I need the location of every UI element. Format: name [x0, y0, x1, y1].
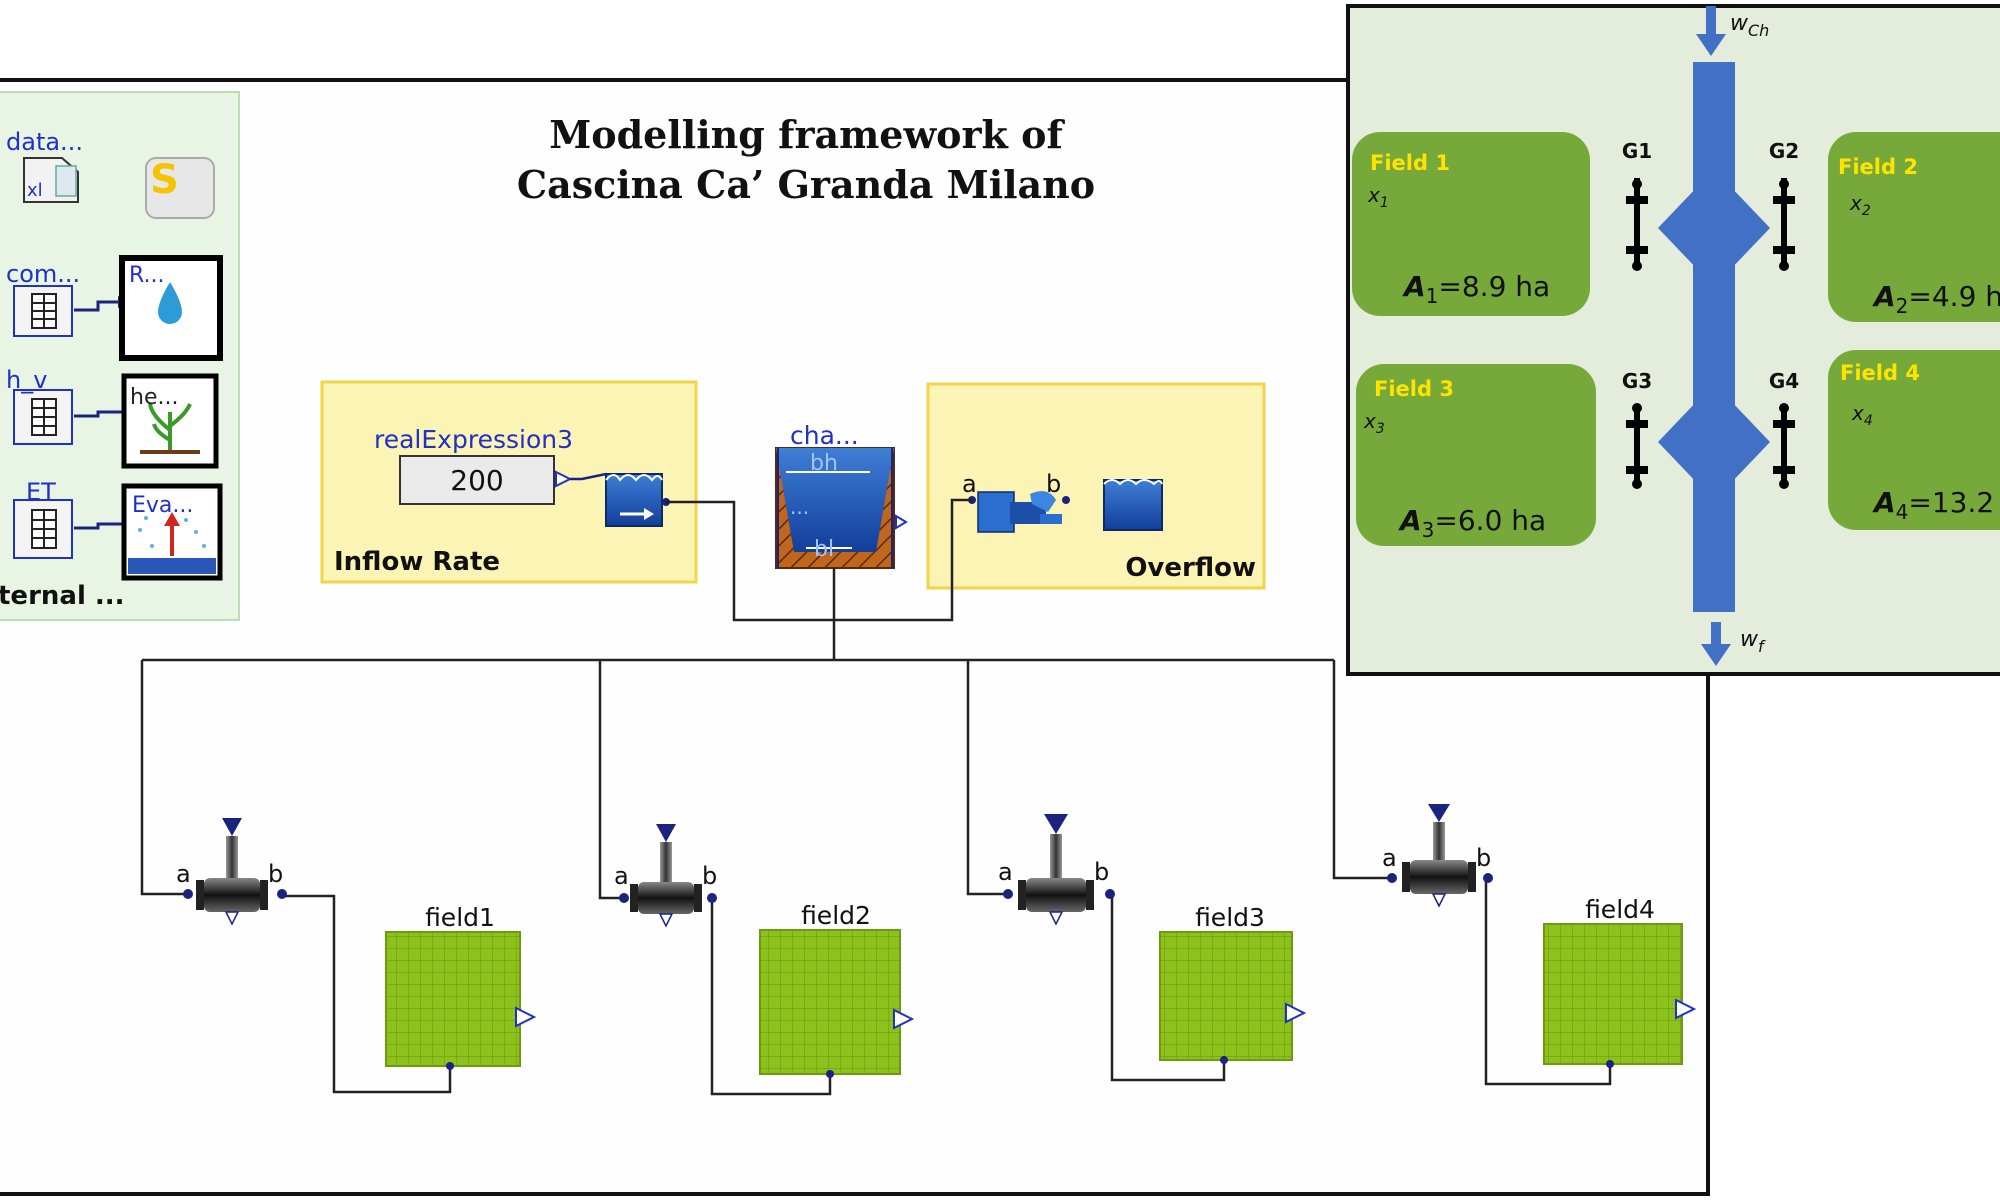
- s-block-label: S: [150, 157, 179, 203]
- channel-mid-label: ...: [790, 495, 809, 519]
- gate-3-b: b: [1094, 858, 1109, 886]
- connection-lines: [140, 498, 1612, 1096]
- inflow-expression-name: realExpression3: [374, 425, 573, 454]
- field4-block[interactable]: [1543, 923, 1697, 1068]
- sfield2-state: x2: [1849, 191, 1871, 219]
- overflow-port-b: b: [1046, 470, 1061, 498]
- gate-2-b: b: [702, 862, 717, 890]
- g4-label: G4: [1769, 369, 1799, 393]
- g2-label: G2: [1769, 139, 1799, 163]
- inflow-arrow: [1696, 6, 1726, 56]
- gate-3[interactable]: [1003, 814, 1115, 926]
- schematic-field-2: Field 2 x2 A2=4.9 ha: [1828, 132, 2000, 322]
- crop-block[interactable]: he...: [121, 373, 219, 469]
- gate-2-a: a: [614, 862, 629, 890]
- field2-block[interactable]: [759, 929, 915, 1078]
- overflow-valve[interactable]: [977, 491, 1062, 533]
- schematic-gate-g4: [1773, 403, 1795, 489]
- table-icon-com[interactable]: [13, 285, 73, 337]
- sfield2-area: A2=4.9 ha: [1872, 280, 2000, 318]
- schematic-field-1: Field 1 x1 A1=8.9 ha: [1352, 132, 1590, 316]
- gate-3-a: a: [998, 858, 1013, 886]
- outflow-arrow: [1701, 622, 1731, 666]
- gate-4[interactable]: [1387, 804, 1493, 908]
- evaporation-block-label: Eva...: [132, 493, 193, 518]
- overflow-port-a: a: [962, 470, 977, 498]
- sfield1-state: x1: [1367, 183, 1389, 211]
- sfield3-name: Field 3: [1374, 377, 1454, 401]
- sfield3-area: A3=6.0 ha: [1398, 504, 1546, 542]
- sfield2-area-sub: 2: [1896, 294, 1909, 318]
- inflow-label: Inflow Rate: [334, 547, 500, 577]
- table-label-hv: h_v: [6, 366, 47, 394]
- table-label-et: ET: [26, 478, 56, 506]
- s-block-icon[interactable]: S: [145, 157, 215, 219]
- schematic-panel: [1346, 4, 2000, 676]
- pump-block[interactable]: [605, 473, 663, 527]
- crop-block-label: he...: [130, 385, 178, 410]
- field1-block[interactable]: [385, 931, 537, 1070]
- table-icon-et[interactable]: [13, 499, 73, 559]
- channel-tank[interactable]: [775, 447, 908, 569]
- gate-2[interactable]: [619, 824, 717, 928]
- gate-1[interactable]: [183, 818, 287, 926]
- title-line2: Cascina Ca’ Granda Milano: [517, 162, 1095, 207]
- inflow-var: wCh: [1730, 11, 1769, 40]
- g1-label: G1: [1622, 139, 1652, 163]
- rain-block-label: R...: [129, 263, 164, 288]
- inflow-var-sub: Ch: [1748, 21, 1769, 40]
- external-data-label: data...: [6, 128, 83, 156]
- inflow-expression-value: 200: [450, 464, 503, 497]
- gate-1-b: b: [268, 860, 283, 888]
- field1-label: field1: [425, 903, 495, 932]
- field4-label: field4: [1585, 895, 1655, 924]
- schematic-field-3: Field 3 x3 A3=6.0 ha: [1356, 364, 1596, 546]
- schematic-gate-g3: [1626, 403, 1648, 489]
- sfield4-state: x4: [1851, 401, 1873, 429]
- channel-top-label: bh: [810, 451, 838, 476]
- main-channel: [1658, 62, 1770, 612]
- schematic-gate-g1: [1626, 178, 1648, 271]
- outflow-var: wf: [1740, 627, 1766, 656]
- evaporation-block[interactable]: Eva...: [121, 483, 223, 581]
- overflow-tank[interactable]: [1103, 479, 1163, 531]
- schematic-field-4: Field 4 x4 A4=13.2 ha: [1828, 350, 2000, 530]
- data-file-sub: xl: [27, 180, 43, 201]
- channel-bottom-label: bl: [814, 537, 834, 562]
- field2-label: field2: [801, 901, 871, 930]
- sfield2-name: Field 2: [1838, 155, 1918, 179]
- sfield2-state-sub: 2: [1862, 203, 1871, 219]
- sfield4-name: Field 4: [1840, 361, 1920, 385]
- table-icon-hv[interactable]: [13, 389, 73, 445]
- sfield4-area-sub: 4: [1896, 500, 1909, 524]
- gate-4-b: b: [1476, 844, 1491, 872]
- rain-block[interactable]: R...: [119, 255, 223, 361]
- field3-label: field3: [1195, 903, 1265, 932]
- gate-1-a: a: [176, 860, 191, 888]
- sfield3-state-sub: 3: [1376, 421, 1385, 437]
- sfield1-state-sub: 1: [1380, 195, 1389, 211]
- schematic-gate-g2: [1773, 178, 1795, 271]
- channel-name: cha...: [790, 421, 859, 450]
- title-line1: Modelling framework of: [549, 112, 1065, 157]
- sfield3-area-sub: 3: [1422, 518, 1435, 542]
- external-label: ternal ...: [0, 581, 125, 611]
- sfield4-area: A4=13.2 ha: [1872, 486, 2000, 524]
- outflow-var-sub: f: [1758, 637, 1766, 656]
- g3-label: G3: [1622, 369, 1652, 393]
- field3-block[interactable]: [1159, 931, 1307, 1064]
- gate-4-a: a: [1382, 844, 1397, 872]
- data-file-icon[interactable]: xl: [23, 157, 79, 203]
- overflow-box: [926, 382, 1266, 590]
- sfield1-area-sub: 1: [1426, 284, 1439, 308]
- table-label-com: com...: [6, 260, 80, 288]
- sfield1-area: A1=8.9 ha: [1402, 270, 1550, 308]
- overflow-label: Overflow: [1125, 553, 1256, 583]
- sfield1-name: Field 1: [1370, 151, 1450, 175]
- real-expression-block[interactable]: 200: [399, 455, 573, 505]
- sfield3-state: x3: [1363, 409, 1385, 437]
- sfield4-state-sub: 4: [1864, 413, 1873, 429]
